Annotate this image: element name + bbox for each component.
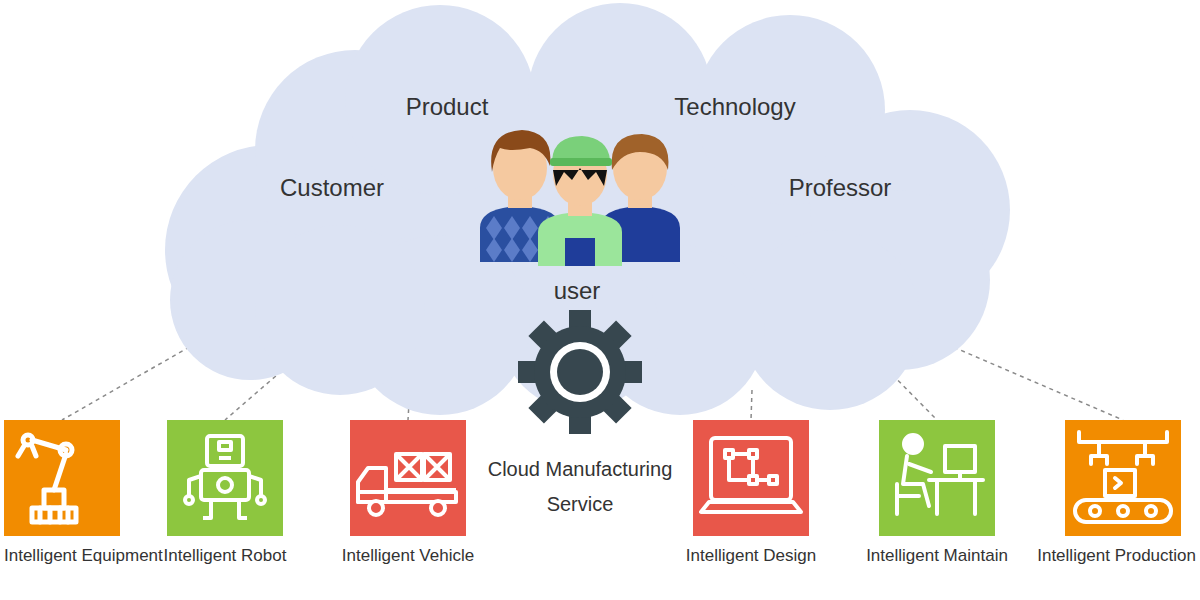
service-tile: Intelligent Vehicle	[350, 420, 466, 536]
truck-icon	[350, 420, 466, 536]
tile-square	[1065, 420, 1181, 536]
maintenance-worker-icon	[879, 420, 995, 536]
tile-label: Intelligent Robot	[164, 546, 287, 566]
service-tile: Intelligent Maintain	[879, 420, 995, 536]
production-line-icon	[1065, 420, 1181, 536]
design-monitor-icon	[693, 420, 809, 536]
cloud-keyword: Product	[406, 93, 489, 121]
tile-square	[879, 420, 995, 536]
cloud-keyword: Professor	[789, 174, 892, 202]
tile-square	[4, 420, 120, 536]
cloud-region: Product TechnologyCustomer Professor user	[140, 0, 1020, 420]
cloud-shape	[140, 0, 1020, 420]
dashed-connector	[751, 390, 752, 420]
tile-label: Intelligent Maintain	[866, 546, 1008, 566]
tile-label: Intelligent Production	[1037, 546, 1196, 566]
service-tile: Intelligent Design	[693, 420, 809, 536]
user-label: user	[554, 277, 601, 305]
tile-square	[693, 420, 809, 536]
service-tile: Intelligent Equipment	[4, 420, 120, 536]
users-icon	[480, 130, 680, 266]
cloud-keyword: Technology	[674, 93, 795, 121]
tile-square	[167, 420, 283, 536]
cloud-keyword: Customer	[280, 174, 384, 202]
tile-label: Intelligent Vehicle	[342, 546, 474, 566]
robot-icon	[167, 420, 283, 536]
tile-label: Intelligent Design	[686, 546, 816, 566]
service-tile: Intelligent Robot	[167, 420, 283, 536]
tile-label: Intelligent Equipment	[4, 546, 163, 566]
robot-arm-icon	[4, 420, 120, 536]
service-tile: Intelligent Production	[1065, 420, 1181, 536]
tile-square	[350, 420, 466, 536]
gear-icon	[518, 310, 642, 434]
service-label: Cloud Manufacturing Service	[465, 452, 695, 522]
